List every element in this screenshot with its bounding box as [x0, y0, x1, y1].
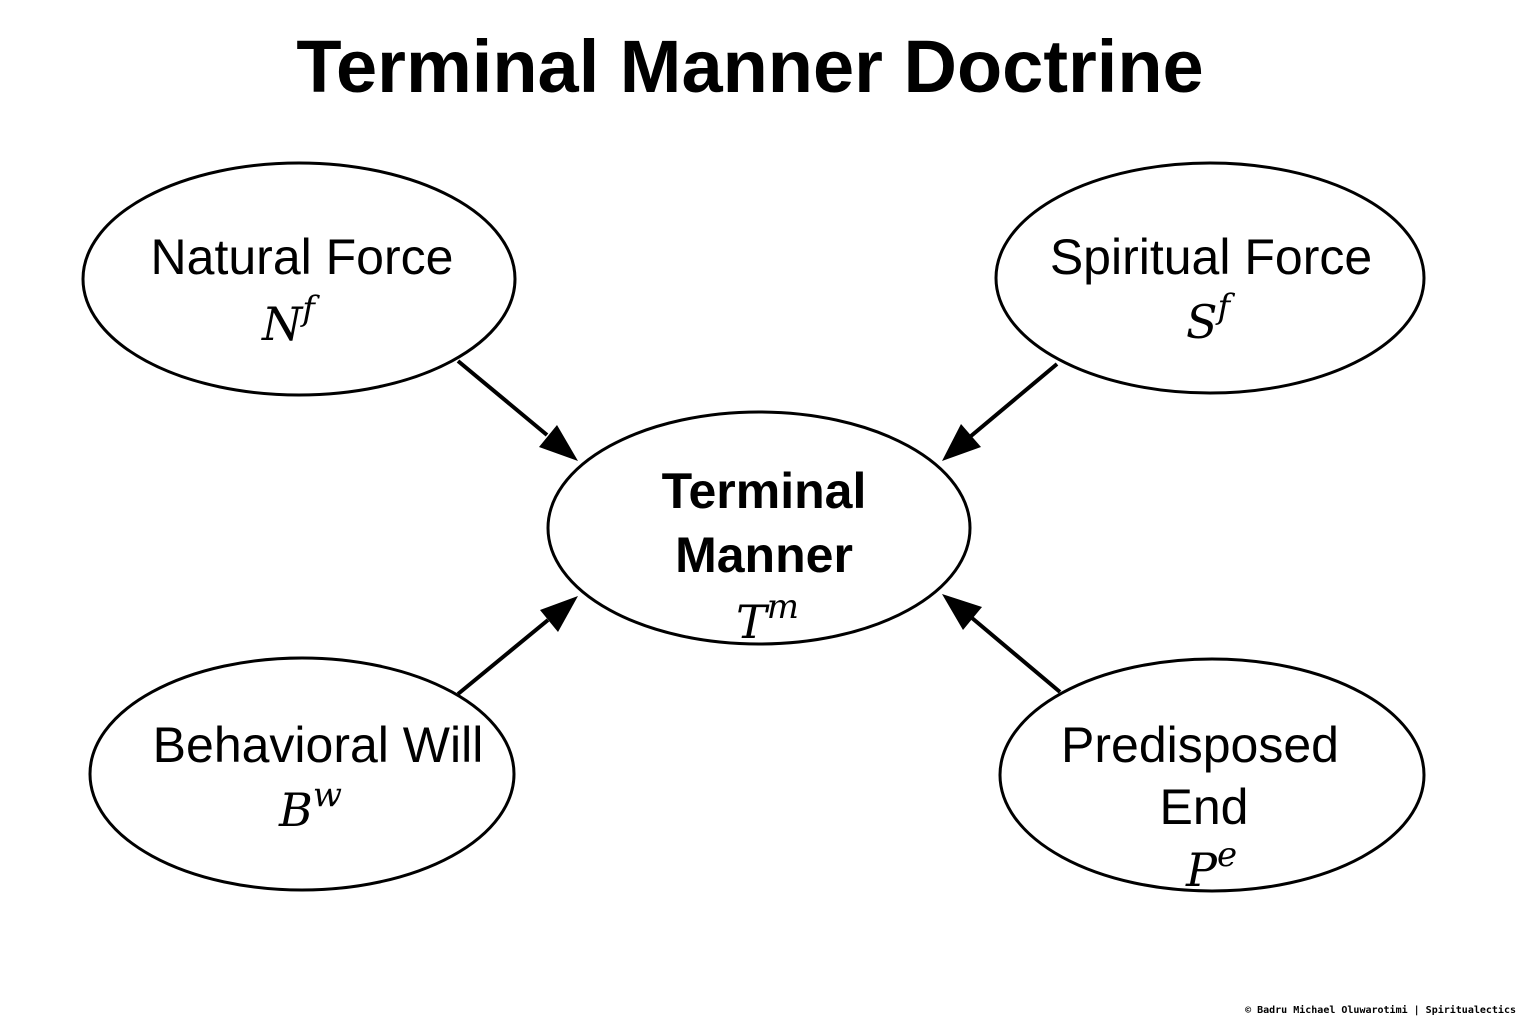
behavioral-will-symbol: Bw: [278, 775, 342, 837]
diagram-title: Terminal Manner Doctrine: [296, 25, 1204, 108]
node-behavioral-will: Behavioral Will Bw: [88, 656, 516, 892]
spiritual-force-label: Spiritual Force: [1050, 229, 1372, 285]
edge-natural-force-to-terminal-manner: [456, 359, 578, 461]
predisposed-end-symbol: Pe: [1185, 835, 1237, 897]
predisposed-end-label-line2: End: [1160, 779, 1249, 835]
node-terminal-manner: Terminal Manner Tm: [546, 410, 972, 649]
terminal-manner-label-line2: Manner: [675, 527, 853, 583]
node-predisposed-end: Predisposed End Pe: [998, 657, 1426, 897]
edge-behavioral-will-to-terminal-manner: [456, 596, 578, 696]
edge-spiritual-force-to-terminal-manner: [942, 362, 1059, 461]
behavioral-will-label: Behavioral Will: [153, 717, 484, 773]
natural-force-label: Natural Force: [151, 229, 454, 285]
copyright-footer: © Badru Michael Oluwarotimi | Spirituale…: [1245, 1005, 1516, 1016]
predisposed-end-label-line1: Predisposed: [1061, 717, 1339, 773]
terminal-manner-label-line1: Terminal: [662, 463, 867, 519]
node-spiritual-force: Spiritual Force Sf: [994, 161, 1426, 395]
node-natural-force: Natural Force Nf: [81, 161, 517, 397]
terminal-manner-symbol: Tm: [736, 587, 799, 649]
edge-predisposed-end-to-terminal-manner: [942, 594, 1062, 694]
